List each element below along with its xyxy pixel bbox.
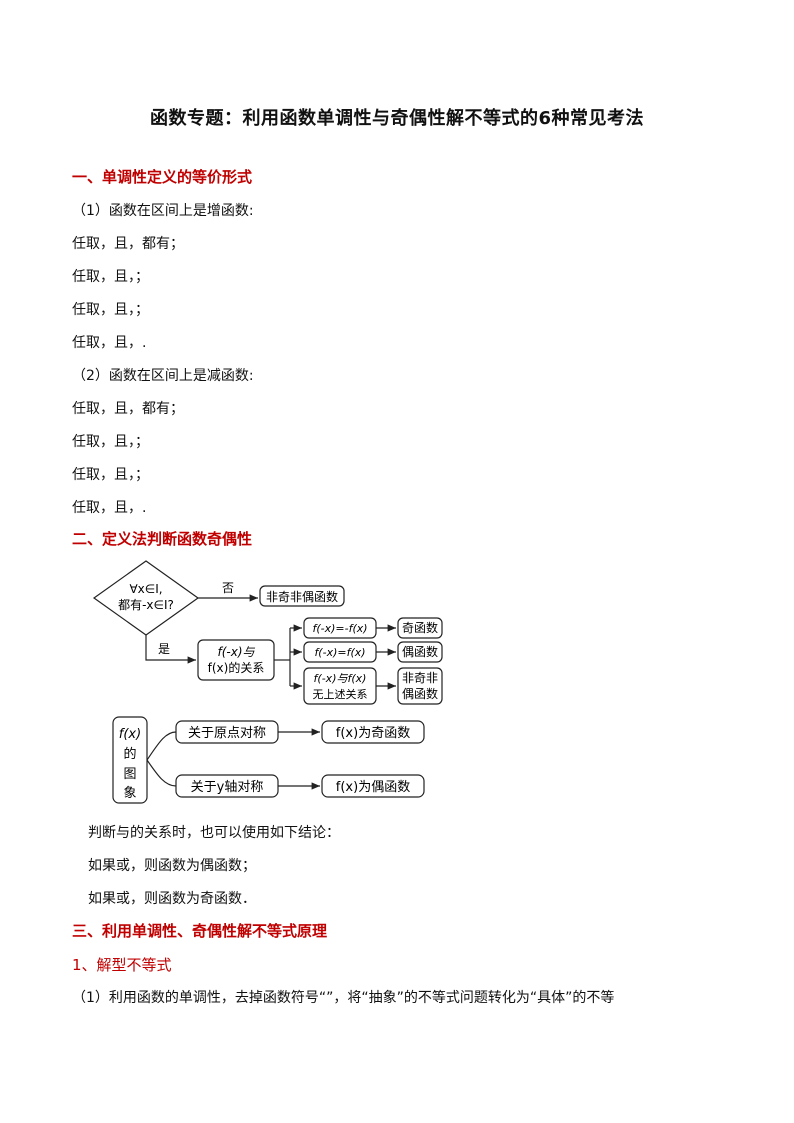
increasing-line: 任取，且，； — [72, 302, 149, 318]
y-axis-symmetry-text: 关于y轴对称 — [191, 780, 264, 795]
odd-result-box — [397, 617, 443, 639]
cond-none-text: 无上述关系 — [313, 687, 368, 701]
diamond-text: 都有-x∈I? — [118, 598, 174, 612]
even-result-text: 偶函数 — [402, 644, 438, 659]
diamond-text: ∀x∈I, — [129, 582, 162, 596]
increasing-line: 任取，且，； — [72, 269, 149, 285]
decreasing-line: 任取，且，； — [72, 434, 149, 450]
cond-none-text: f(-x)与f(x) — [314, 672, 367, 685]
odd-function-text: f(x)为奇函数 — [336, 725, 410, 741]
branch-curve — [146, 731, 177, 761]
page-title: 函数专题：利用函数单调性与奇偶性解不等式的6种常见考法 — [149, 108, 645, 129]
neither-result-box — [397, 667, 443, 705]
graph-symmetry-diagram: f(x) 的 图 象 关于原点对称 关于y轴对称 f(x)为奇函数 f(x)为偶… — [112, 716, 425, 804]
graph-left-text: 图 — [123, 767, 136, 782]
decreasing-line: 任取，且，都有； — [72, 401, 184, 417]
parity-flowchart: ∀x∈I, 都有-x∈I? 否 非奇非偶函数 是 f(-x)与 f(x)的关系 … — [92, 560, 443, 705]
branch-curve — [146, 759, 177, 787]
even-function-box — [321, 774, 425, 798]
even-function-text: f(x)为偶函数 — [336, 780, 410, 795]
increasing-line: 任取，且，都有； — [72, 236, 184, 252]
paragraph-line: （1）利用函数的单调性，去掉函数符号“”，将“抽象”的不等式问题转化为“具体”的… — [72, 990, 615, 1006]
cond-even-text: f(-x)=f(x) — [314, 646, 365, 659]
note-line: 判断与的关系时，也可以使用如下结论： — [88, 825, 340, 841]
odd-result-text: 奇函数 — [402, 620, 438, 635]
graph-left-text: f(x) — [119, 727, 141, 742]
subsection-heading: 1、解型不等式 — [72, 956, 172, 974]
neither-box — [259, 585, 345, 607]
note-line: 如果或，则函数为偶函数； — [88, 858, 256, 874]
relation-text: f(-x)与 — [217, 645, 255, 659]
neither-result-text: 偶函数 — [402, 686, 438, 701]
section-heading-principle: 三、利用单调性、奇偶性解不等式原理 — [72, 922, 328, 940]
note-line: 如果或，则函数为奇函数． — [88, 891, 256, 907]
origin-symmetry-text: 关于原点对称 — [188, 726, 266, 741]
yes-label: 是 — [158, 642, 170, 656]
graph-left-text: 的 — [123, 746, 136, 762]
section-heading-parity: 二、定义法判断函数奇偶性 — [72, 530, 253, 548]
even-result-box — [397, 641, 443, 663]
cond-odd-text: f(-x)=-f(x) — [312, 622, 367, 635]
odd-function-box — [321, 720, 425, 744]
neither-result-text: 非奇非 — [402, 671, 438, 685]
neither-text: 非奇非偶函数 — [266, 589, 338, 604]
yes-arrow — [145, 635, 196, 664]
increasing-line: 任取，且，. — [72, 335, 147, 351]
section-heading-monotonic: 一、单调性定义的等价形式 — [72, 168, 253, 186]
decreasing-intro: （2）函数在区间上是减函数: — [72, 368, 254, 384]
decreasing-line: 任取，且，； — [72, 467, 149, 483]
decreasing-line: 任取，且，. — [72, 500, 147, 516]
no-label: 否 — [222, 581, 234, 595]
increasing-intro: （1）函数在区间上是增函数: — [72, 203, 254, 219]
graph-left-text: 象 — [123, 786, 136, 801]
relation-text: f(x)的关系 — [208, 660, 265, 675]
